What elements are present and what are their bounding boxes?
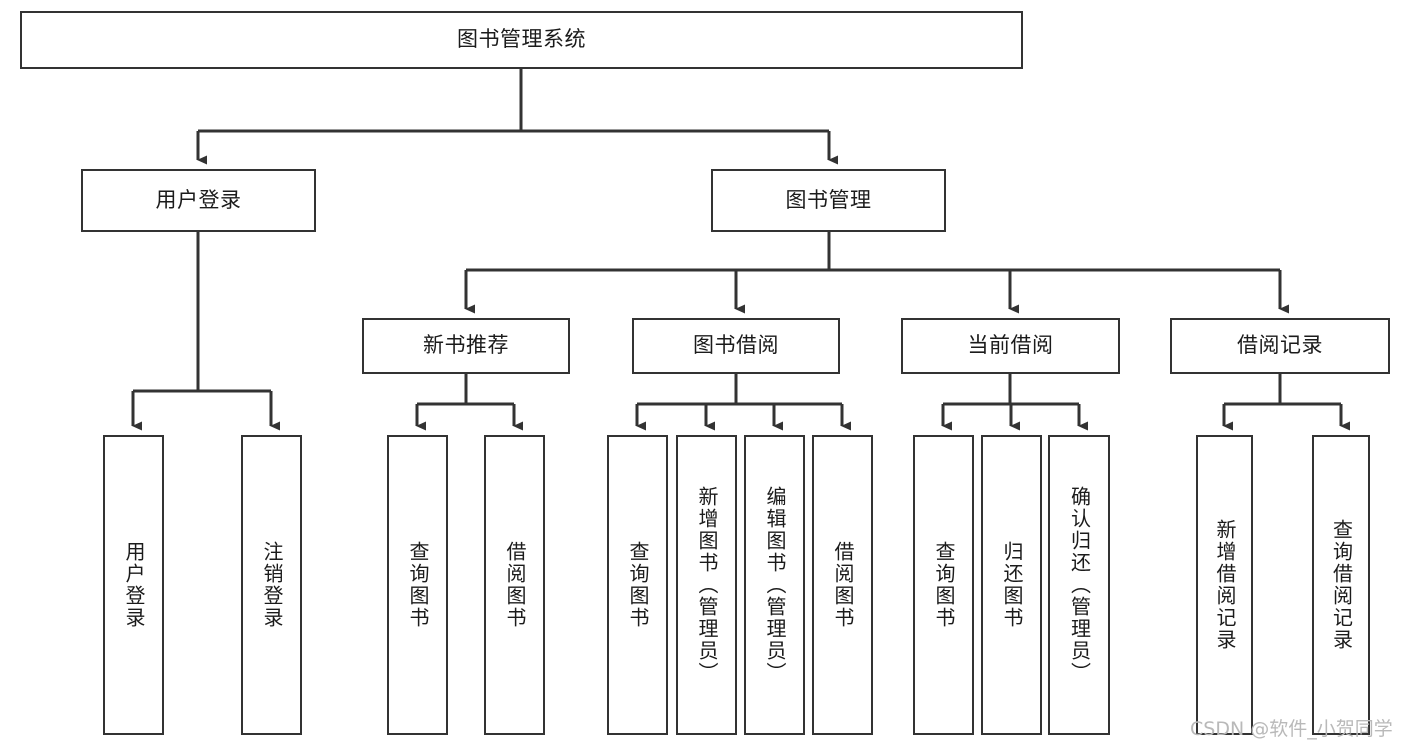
- leaf-query-borrow-record[interactable]: 查询借阅记录: [1312, 435, 1370, 735]
- leaf-add-borrow-record-label: 新增借阅记录: [1213, 519, 1237, 651]
- leaf-query-book-borrow[interactable]: 查询图书: [607, 435, 668, 735]
- node-root[interactable]: 图书管理系统: [20, 11, 1023, 69]
- leaf-add-borrow-record[interactable]: 新增借阅记录: [1196, 435, 1253, 735]
- node-current-borrow-label: 当前借阅: [967, 333, 1054, 358]
- node-root-label: 图书管理系统: [457, 27, 586, 52]
- leaf-logout-label: 注销登录: [260, 541, 284, 629]
- leaf-query-book-current[interactable]: 查询图书: [913, 435, 974, 735]
- node-book-borrow-label: 图书借阅: [693, 333, 779, 358]
- node-borrow-records-label: 借阅记录: [1237, 333, 1323, 358]
- leaf-confirm-return-admin-label: 确认归还（管理员）: [1067, 486, 1092, 684]
- node-user-login[interactable]: 用户登录: [81, 169, 316, 232]
- leaf-logout[interactable]: 注销登录: [241, 435, 302, 735]
- leaf-lend-book-label: 借阅图书: [831, 541, 855, 629]
- leaf-return-book[interactable]: 归还图书: [981, 435, 1042, 735]
- leaf-query-book-newbooks-label: 查询图书: [406, 541, 430, 629]
- node-book-borrow[interactable]: 图书借阅: [632, 318, 840, 374]
- leaf-query-book-borrow-label: 查询图书: [626, 541, 650, 629]
- leaf-edit-book-admin[interactable]: 编辑图书（管理员）: [744, 435, 805, 735]
- leaf-edit-book-admin-label: 编辑图书（管理员）: [763, 486, 787, 684]
- leaf-add-book-admin-label: 新增图书（管理员）: [695, 486, 719, 684]
- leaf-query-borrow-record-label: 查询借阅记录: [1329, 519, 1354, 651]
- node-borrow-records[interactable]: 借阅记录: [1170, 318, 1390, 374]
- csdn-watermark: CSDN @软件_小贺同学: [1190, 718, 1393, 740]
- leaf-user-login-label: 用户登录: [122, 541, 146, 629]
- leaf-confirm-return-admin[interactable]: 确认归还（管理员）: [1048, 435, 1110, 735]
- node-new-book-recommend-label: 新书推荐: [423, 333, 509, 358]
- leaf-lend-book[interactable]: 借阅图书: [812, 435, 873, 735]
- leaf-query-book-current-label: 查询图书: [932, 541, 956, 629]
- leaf-return-book-label: 归还图书: [1000, 541, 1024, 629]
- node-user-login-label: 用户登录: [155, 187, 242, 212]
- leaf-user-login[interactable]: 用户登录: [103, 435, 164, 735]
- node-current-borrow[interactable]: 当前借阅: [901, 318, 1120, 374]
- leaf-add-book-admin[interactable]: 新增图书（管理员）: [676, 435, 737, 735]
- node-book-management-label: 图书管理: [785, 187, 872, 212]
- node-new-book-recommend[interactable]: 新书推荐: [362, 318, 570, 374]
- node-book-management[interactable]: 图书管理: [711, 169, 946, 232]
- leaf-borrow-book-newbooks-label: 借阅图书: [503, 541, 527, 629]
- leaf-query-book-newbooks[interactable]: 查询图书: [387, 435, 448, 735]
- leaf-borrow-book-newbooks[interactable]: 借阅图书: [484, 435, 545, 735]
